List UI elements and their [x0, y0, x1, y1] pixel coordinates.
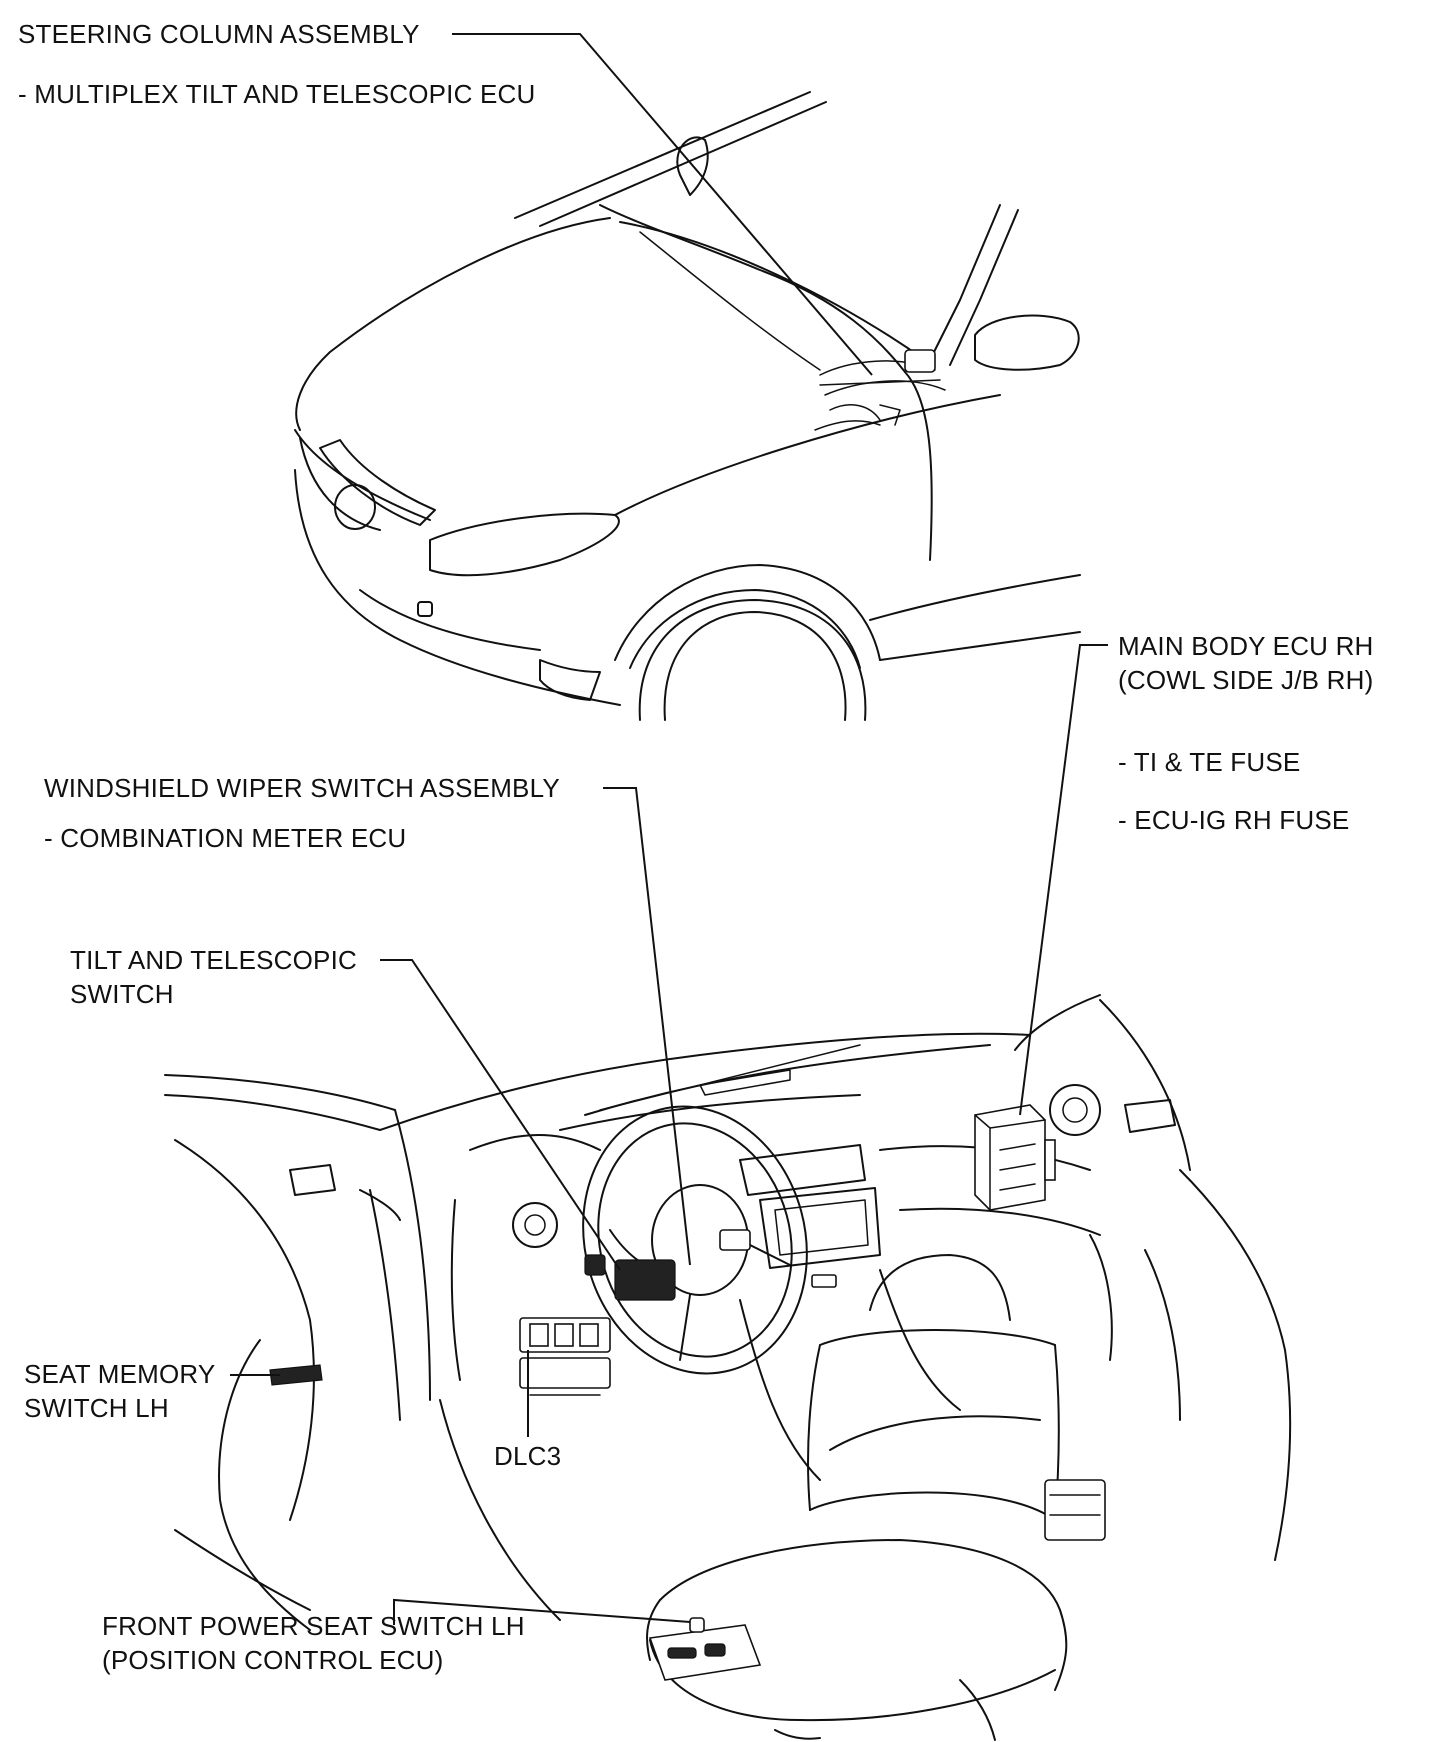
label-seat-memory: SEAT MEMORY	[24, 1359, 216, 1389]
label-windshield-wiper-switch-assembly: WINDSHIELD WIPER SWITCH ASSEMBLY	[44, 773, 560, 803]
label-ti-te-fuse: - TI & TE FUSE	[1118, 747, 1301, 777]
label-seat-memory-switch-lh: SWITCH LH	[24, 1393, 169, 1423]
label-dlc3: DLC3	[494, 1441, 562, 1471]
label-tilt-and-telescopic: TILT AND TELESCOPIC	[70, 945, 357, 975]
label-combination-meter-ecu: - COMBINATION METER ECU	[44, 823, 407, 853]
label-multiplex-tilt-telescopic-ecu: - MULTIPLEX TILT AND TELESCOPIC ECU	[18, 79, 536, 109]
label-cowl-side-jb-rh: (COWL SIDE J/B RH)	[1118, 665, 1374, 695]
label-ecu-ig-rh-fuse: - ECU-IG RH FUSE	[1118, 805, 1350, 835]
label-main-body-ecu-rh: MAIN BODY ECU RH	[1118, 631, 1374, 661]
label-front-power-seat-switch-lh: FRONT POWER SEAT SWITCH LH	[102, 1611, 525, 1641]
leader-lines	[230, 33, 1108, 1625]
label-tilt-switch: SWITCH	[70, 979, 174, 1009]
label-steering-column-assembly: STEERING COLUMN ASSEMBLY	[18, 19, 420, 49]
label-position-control-ecu: (POSITION CONTROL ECU)	[102, 1645, 444, 1675]
car-exterior-drawing	[294, 91, 1081, 721]
interior-drawing	[164, 994, 1292, 1741]
